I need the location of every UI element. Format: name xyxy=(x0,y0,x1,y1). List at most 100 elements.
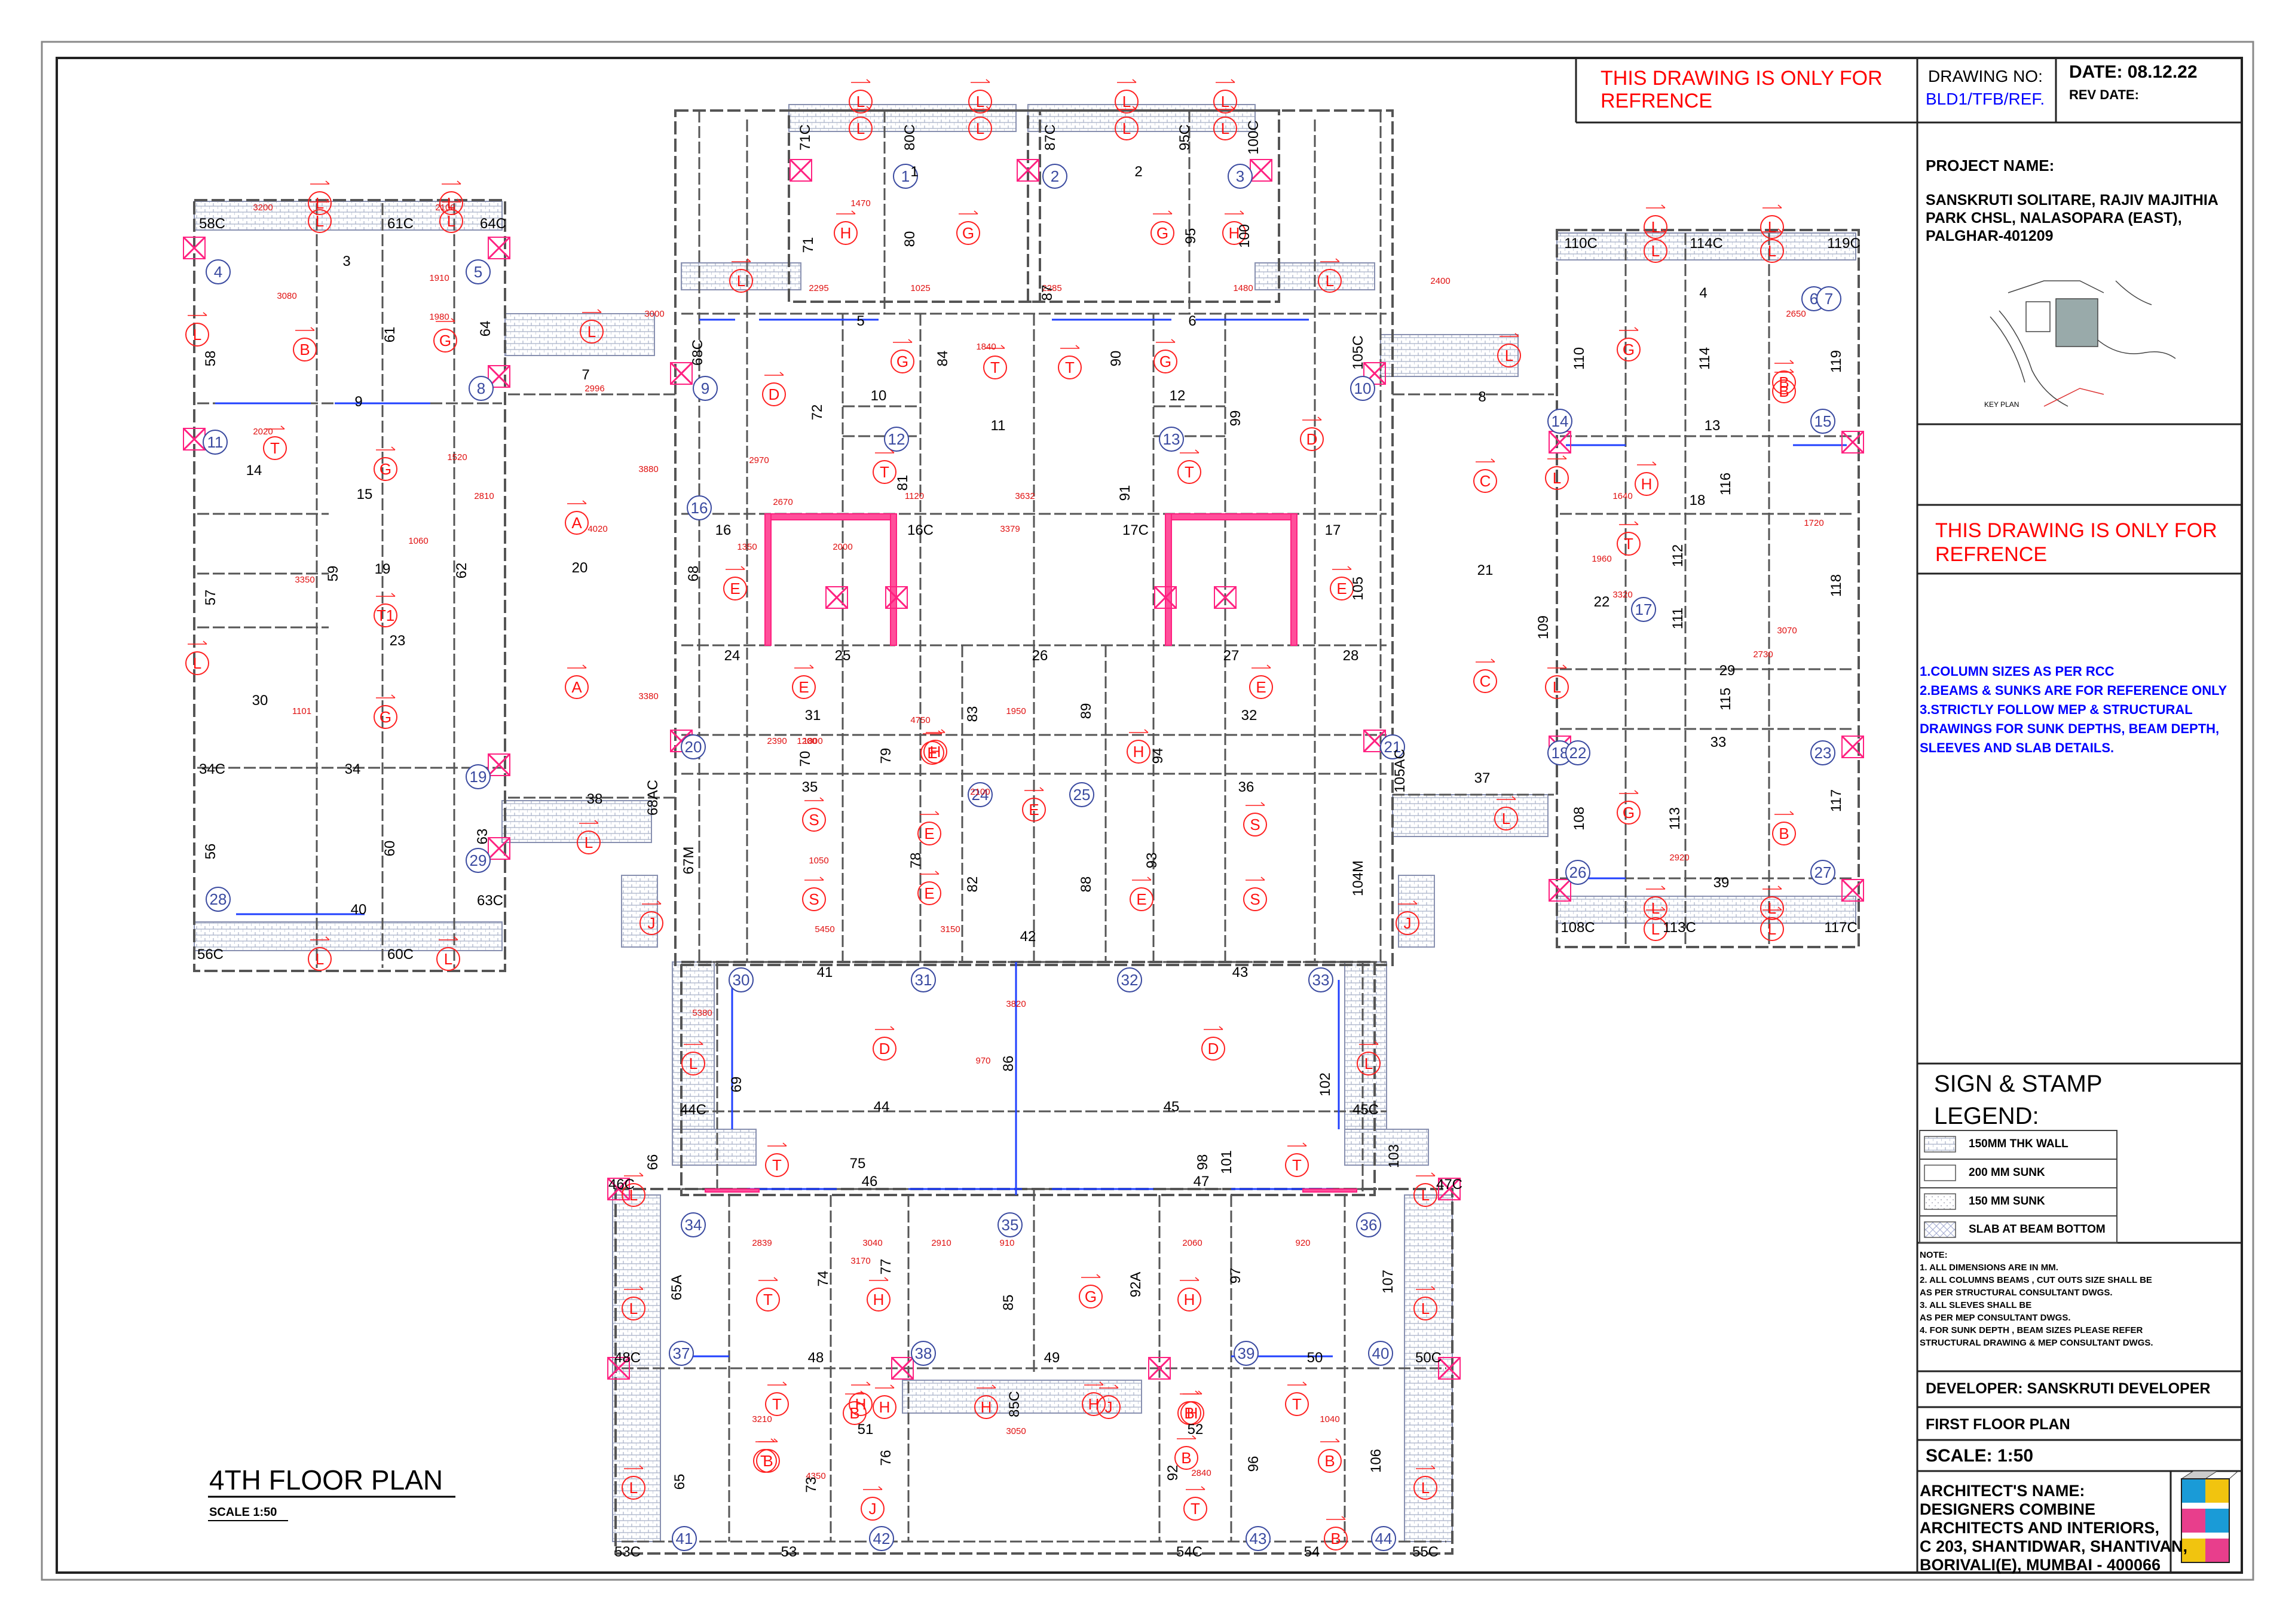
slab-label: G xyxy=(439,332,451,350)
slab-circle xyxy=(968,117,992,140)
slab-label: B xyxy=(1330,1530,1341,1548)
slab-circle xyxy=(1413,1476,1437,1500)
beam-90: 90 xyxy=(1108,351,1124,367)
column-cross-lines xyxy=(1841,735,1865,759)
walls-layer xyxy=(194,104,1856,1542)
slab-label: H xyxy=(1133,743,1145,761)
span-arrow xyxy=(764,372,784,376)
slab-label: B xyxy=(1779,373,1789,391)
beam-74: 74 xyxy=(815,1271,831,1287)
slab-G: G xyxy=(1150,210,1174,245)
span-arrow xyxy=(869,1277,889,1281)
span-arrow xyxy=(1251,664,1271,669)
slab-label: L xyxy=(856,93,865,111)
slab-label: L xyxy=(1768,218,1776,236)
beam-3: 3 xyxy=(342,253,350,269)
dimension-3820: 3820 xyxy=(1006,999,1026,1009)
slab-label: E xyxy=(1336,580,1347,597)
column-number: 40 xyxy=(1372,1344,1390,1362)
slab-circle xyxy=(1772,822,1796,845)
column-number: 39 xyxy=(1238,1344,1255,1362)
cutout-beam xyxy=(705,1188,760,1193)
span-arrow xyxy=(863,1486,883,1490)
slab-E: E xyxy=(723,566,747,600)
slab-circle xyxy=(1545,466,1569,490)
beam-80C: 80C xyxy=(902,124,918,151)
slab-label: E xyxy=(798,678,809,696)
dimension-3880: 3880 xyxy=(638,464,658,474)
column-number: 41 xyxy=(676,1530,693,1548)
slab-label: L xyxy=(629,1300,638,1317)
slab-label: L xyxy=(976,93,984,111)
reference-notice-top: THIS DRAWING IS ONLY FOR REFRENCE xyxy=(1601,67,1883,112)
slab-label: L xyxy=(316,950,324,968)
beam-95C: 95C xyxy=(1177,124,1193,151)
column-number: 7 xyxy=(1825,290,1833,308)
span-arrow xyxy=(376,593,396,597)
beam-32: 32 xyxy=(1241,707,1257,724)
span-arrow xyxy=(1099,1384,1119,1389)
column-cross xyxy=(1841,878,1865,902)
dimension-2920: 2920 xyxy=(1669,853,1689,863)
slab-L: L xyxy=(1497,333,1521,367)
slab-circle xyxy=(622,1183,645,1207)
wall-hatch xyxy=(1404,1194,1453,1542)
column-number: 4 xyxy=(214,263,222,281)
column-32: 32 xyxy=(1117,967,1142,992)
wall-hatch xyxy=(194,921,503,951)
slab-circle xyxy=(439,191,463,215)
slab-circle xyxy=(1617,532,1641,556)
column-cross-box xyxy=(183,237,206,259)
beam-31: 31 xyxy=(805,707,821,724)
slab-circle xyxy=(873,1037,896,1061)
column-circle xyxy=(1816,286,1841,311)
dimension-920: 920 xyxy=(1295,1238,1310,1248)
column-number: 1 xyxy=(901,167,910,185)
beam-76: 76 xyxy=(878,1450,894,1466)
plan-name-field: FIRST FLOOR PLAN xyxy=(1926,1416,2070,1433)
slab-label: G xyxy=(1623,341,1635,358)
slab-label: L xyxy=(1421,1300,1430,1317)
slab-B: B xyxy=(1772,360,1796,394)
column-number: 35 xyxy=(1002,1216,1019,1234)
slab-L: L xyxy=(1413,1172,1437,1207)
slab-D: D xyxy=(762,372,786,406)
slab-label: H xyxy=(1187,1404,1198,1422)
span-arrow xyxy=(986,345,1005,349)
beam-108: 108 xyxy=(1571,807,1587,831)
slab-G: G xyxy=(1079,1274,1103,1309)
beam-33: 33 xyxy=(1710,734,1727,750)
slab-label: L xyxy=(856,119,865,137)
column-35: 35 xyxy=(997,1212,1023,1237)
slab-label: A xyxy=(571,678,582,696)
column-cross-box xyxy=(670,362,693,385)
column-number: 12 xyxy=(888,430,905,448)
span-arrow xyxy=(442,180,461,185)
beam-79: 79 xyxy=(878,748,894,764)
column-23: 23 xyxy=(1810,740,1835,765)
dimension-1480: 1480 xyxy=(1233,283,1253,293)
wall-hatch xyxy=(194,201,503,231)
column-41: 41 xyxy=(672,1526,697,1551)
slab-circle xyxy=(849,1392,873,1416)
beam-53: 53 xyxy=(781,1544,797,1560)
slab-circle xyxy=(1022,798,1046,822)
span-arrow xyxy=(959,210,978,215)
beam-114C: 114C xyxy=(1690,235,1723,252)
slab-L: L xyxy=(1644,885,1667,920)
dimension-1060: 1060 xyxy=(408,536,428,546)
slab-circle xyxy=(1644,239,1667,263)
slab-circle xyxy=(974,1395,998,1419)
slab-label: H xyxy=(879,1398,891,1416)
beam-89: 89 xyxy=(1078,703,1094,719)
outer-border xyxy=(41,41,2254,1581)
span-arrow xyxy=(295,327,315,331)
beam-18: 18 xyxy=(1690,492,1706,508)
dimension-1980: 1980 xyxy=(429,312,449,322)
beam-61: 61 xyxy=(382,327,398,343)
slab-label: C xyxy=(1480,472,1491,490)
column-circle xyxy=(206,259,231,284)
span-arrow xyxy=(977,1384,996,1389)
beam-35: 35 xyxy=(802,779,818,795)
